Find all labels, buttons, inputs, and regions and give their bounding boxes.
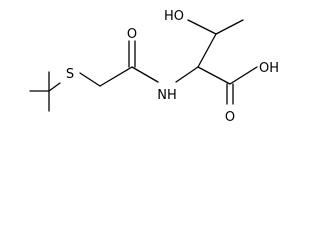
bond-beta-c-methyl xyxy=(215,19,244,35)
bond-alpha-c-carboxyl-c xyxy=(197,66,231,85)
bond-ch2-carbonyl-c xyxy=(99,66,133,87)
amide-carbonyl-double-bond xyxy=(128,40,136,68)
carboxyl-hydroxyl-label: OH xyxy=(259,61,279,76)
carboxyl-oxygen-label: O xyxy=(225,110,235,125)
bond-alpha-c-beta-c xyxy=(197,33,217,68)
amide-nitrogen-label: NH xyxy=(157,88,177,103)
tert-butyl-group xyxy=(29,71,61,112)
bond-carbonyl-c-nitrogen xyxy=(131,66,159,83)
carbonyl-oxygen-label: O xyxy=(127,27,137,42)
bond-tbu-c-sulfur xyxy=(48,82,61,92)
sulfur-label: S xyxy=(66,67,74,82)
hydroxyl-label: HO xyxy=(164,9,184,24)
bond-nitrogen-alpha-c xyxy=(175,66,199,83)
molecule-structure-diagram: S HO O NH O OH xyxy=(29,9,279,125)
bond-carboxyl-c-hydroxyl xyxy=(229,66,258,85)
carboxyl-carbonyl-double-bond xyxy=(226,83,234,105)
bond-sulfur-ch2 xyxy=(79,72,101,87)
bond-beta-c-hydroxyl xyxy=(187,19,217,35)
